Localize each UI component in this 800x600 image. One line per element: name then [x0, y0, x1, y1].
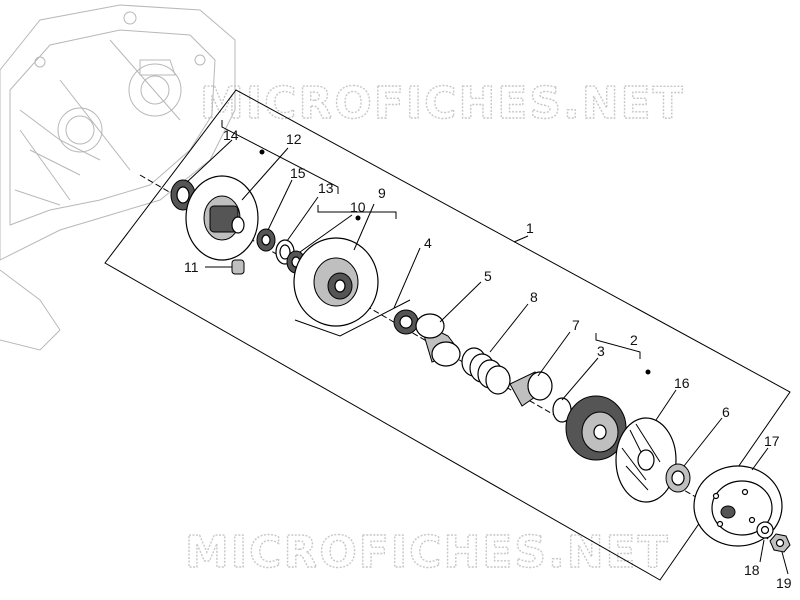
part-clutch-2	[565, 395, 627, 461]
bracket-2	[595, 333, 641, 359]
label-part-14: 14	[223, 127, 239, 143]
label-part-3: 3	[597, 343, 605, 359]
label-part-12: 12	[286, 131, 302, 147]
part-pin-11	[231, 259, 245, 275]
label-part-17: 17	[764, 433, 780, 449]
label-part-7: 7	[572, 317, 580, 333]
label-part-15: 15	[290, 165, 306, 181]
assembly-frame	[104, 89, 791, 581]
watermark-bottom: MICROFICHES.NET	[185, 527, 670, 578]
part-movable-pulley-9	[293, 237, 379, 327]
part-bushing-15	[256, 228, 276, 252]
watermark-top: MICROFICHES.NET	[200, 78, 685, 129]
part-labels: 1 2 3 4 5 6 7 8 9 10 11 12 13 14 15 16 1…	[184, 127, 792, 591]
part-nut-19	[769, 533, 791, 553]
label-part-16: 16	[674, 375, 690, 391]
label-part-1: 1	[526, 220, 534, 236]
part-washer-6	[665, 463, 691, 493]
bracket-4	[294, 299, 411, 337]
part-fan-16	[615, 417, 677, 503]
label-part-5: 5	[484, 268, 492, 284]
leader-lines	[186, 139, 789, 575]
transmission-case-drawing	[0, 4, 236, 351]
label-part-9: 9	[378, 185, 386, 201]
label-part-13: 13	[318, 180, 334, 196]
part-seal-4	[393, 309, 419, 335]
label-part-8: 8	[530, 289, 538, 305]
label-part-18: 18	[744, 562, 760, 578]
part-spring-8	[461, 347, 511, 395]
label-part-19: 19	[776, 575, 792, 591]
label-part-4: 4	[424, 235, 432, 251]
label-part-11: 11	[184, 259, 199, 275]
label-part-10: 10	[350, 199, 366, 215]
label-part-2: 2	[630, 332, 638, 348]
part-washer-18	[756, 521, 774, 539]
bracket-9-10	[317, 205, 397, 219]
part-fixed-pulley-12	[185, 175, 259, 261]
part-sleeve-7	[509, 371, 553, 407]
part-sleeve-5	[415, 313, 461, 367]
label-part-6: 6	[722, 404, 730, 420]
